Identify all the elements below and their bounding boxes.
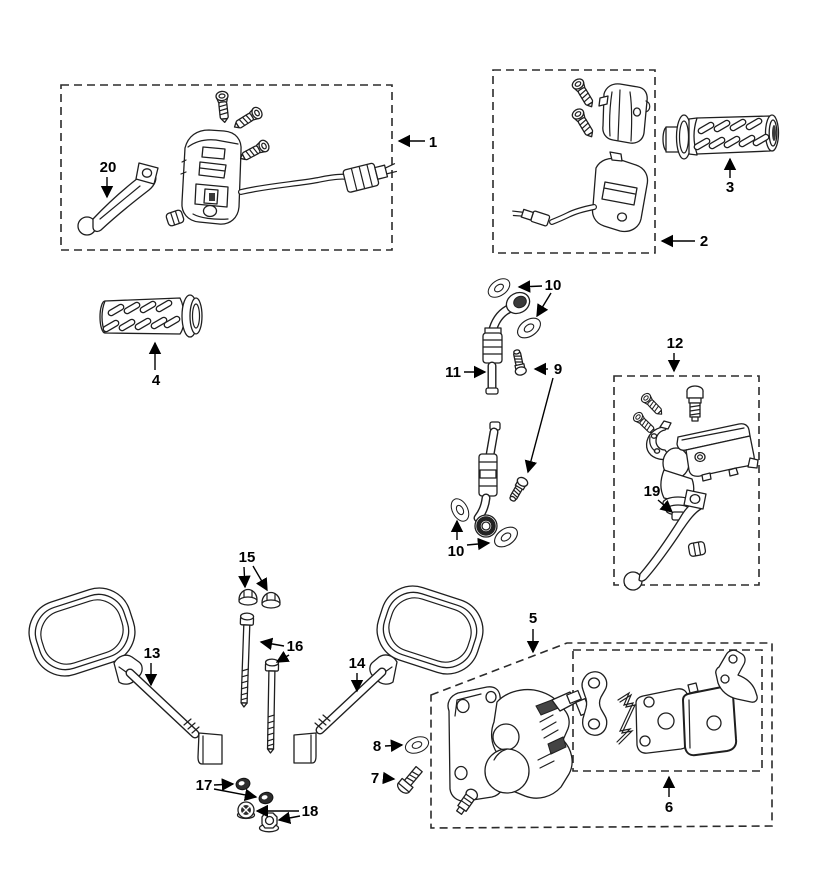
part-screw-box1-c <box>237 137 272 165</box>
callout-12: 12 <box>667 335 684 373</box>
callout-16: 16 <box>259 637 304 663</box>
part-cap-nut-b <box>261 591 281 609</box>
part-brake-hose-lower <box>473 421 501 538</box>
svg-text:13: 13 <box>144 645 161 662</box>
part-banjo-bolt-master <box>686 385 704 422</box>
part-mirror-bolt-b <box>263 658 280 754</box>
part-pad-bracket <box>715 649 758 703</box>
grip-tread-slots <box>693 117 770 151</box>
callout-8: 8 <box>373 738 404 755</box>
svg-text:6: 6 <box>665 799 673 816</box>
svg-text:15: 15 <box>239 549 256 566</box>
callout-1: 1 <box>397 134 437 151</box>
svg-text:10: 10 <box>448 543 465 560</box>
part-flange-nut <box>236 801 256 820</box>
part-cap-nut-a <box>238 588 258 606</box>
callout-5: 5 <box>526 610 540 654</box>
part-pad-shim <box>581 671 608 736</box>
callout-15: 15 <box>238 549 268 592</box>
callout-10-lower: 10 <box>448 519 491 560</box>
callout-17: 17 <box>196 777 258 802</box>
callout-20: 20 <box>100 159 117 199</box>
part-switch-housing-left <box>180 129 242 225</box>
part-sealing-washer-c <box>447 495 473 525</box>
part-brake-hose-upper <box>482 291 531 395</box>
svg-text:5: 5 <box>529 610 537 627</box>
svg-text:9: 9 <box>554 361 562 378</box>
part-adjuster-nut-mc <box>687 540 707 558</box>
svg-text:2: 2 <box>700 233 708 250</box>
svg-text:14: 14 <box>349 655 366 672</box>
callout-6: 6 <box>662 775 676 816</box>
part-adjuster-nut-box1 <box>164 208 186 228</box>
callout-3: 3 <box>723 157 737 196</box>
callout-11: 11 <box>445 364 487 381</box>
svg-text:3: 3 <box>726 179 734 196</box>
part-switch-housing-right <box>512 151 649 233</box>
part-mirror-left <box>28 587 223 765</box>
dashed-box-right-switch-group <box>492 69 656 254</box>
svg-text:10: 10 <box>545 277 562 294</box>
svg-text:18: 18 <box>302 803 319 820</box>
part-brake-pad-inner <box>635 688 691 754</box>
part-lock-washer-a <box>234 776 252 792</box>
svg-text:11: 11 <box>445 364 461 381</box>
svg-text:16: 16 <box>287 638 304 655</box>
part-hex-nut <box>258 812 280 833</box>
part-wire-harness-left <box>238 162 398 195</box>
callout-14: 14 <box>349 655 366 693</box>
part-grip-left <box>99 294 203 338</box>
svg-text:4: 4 <box>152 372 161 389</box>
dashed-box-master-cylinder-group <box>613 375 760 586</box>
callout-4: 4 <box>148 341 162 389</box>
part-screw-box2-b <box>569 106 598 141</box>
grip-tread-slots <box>102 299 181 333</box>
part-brake-lever-right <box>623 489 707 591</box>
svg-text:17: 17 <box>196 777 213 794</box>
part-screw-box1-b <box>230 104 265 133</box>
part-mirror-bolt-a <box>236 612 255 708</box>
part-screw-box2-a <box>569 76 598 111</box>
svg-text:20: 20 <box>100 159 117 176</box>
part-washer-caliper <box>402 733 432 757</box>
svg-text:19: 19 <box>644 483 661 500</box>
part-screw-box1-a <box>214 90 232 124</box>
callout-9: 9 <box>524 361 562 474</box>
callout-7: 7 <box>371 770 396 787</box>
part-caliper-bolt <box>396 765 423 794</box>
part-lock-washer-b <box>257 790 275 806</box>
part-master-cylinder-body <box>660 423 759 521</box>
part-brake-caliper <box>447 686 591 815</box>
svg-text:1: 1 <box>429 134 437 151</box>
svg-text:8: 8 <box>373 738 381 755</box>
part-throttle-housing-upper <box>598 83 651 144</box>
callout-13: 13 <box>144 645 161 687</box>
part-pad-spring <box>616 691 637 745</box>
part-brake-lever-left <box>77 162 159 236</box>
svg-text:12: 12 <box>667 335 684 352</box>
part-mirror-right <box>293 585 484 764</box>
callout-19: 19 <box>644 483 674 513</box>
callout-18: 18 <box>255 803 319 825</box>
svg-text:7: 7 <box>371 770 379 787</box>
part-banjo-bolt-lower <box>506 475 530 504</box>
part-sealing-washer-b <box>513 313 545 343</box>
dashed-box-caliper-group <box>430 642 773 829</box>
part-screw-mc-a <box>639 391 666 419</box>
callout-2: 2 <box>660 233 708 250</box>
part-brake-pad-outer <box>682 682 738 757</box>
callout-10-upper: 10 <box>517 277 562 318</box>
part-throttle-grip <box>662 114 780 160</box>
dashed-box-pad-kit-group <box>572 649 763 772</box>
part-banjo-bolt-upper <box>510 348 528 377</box>
